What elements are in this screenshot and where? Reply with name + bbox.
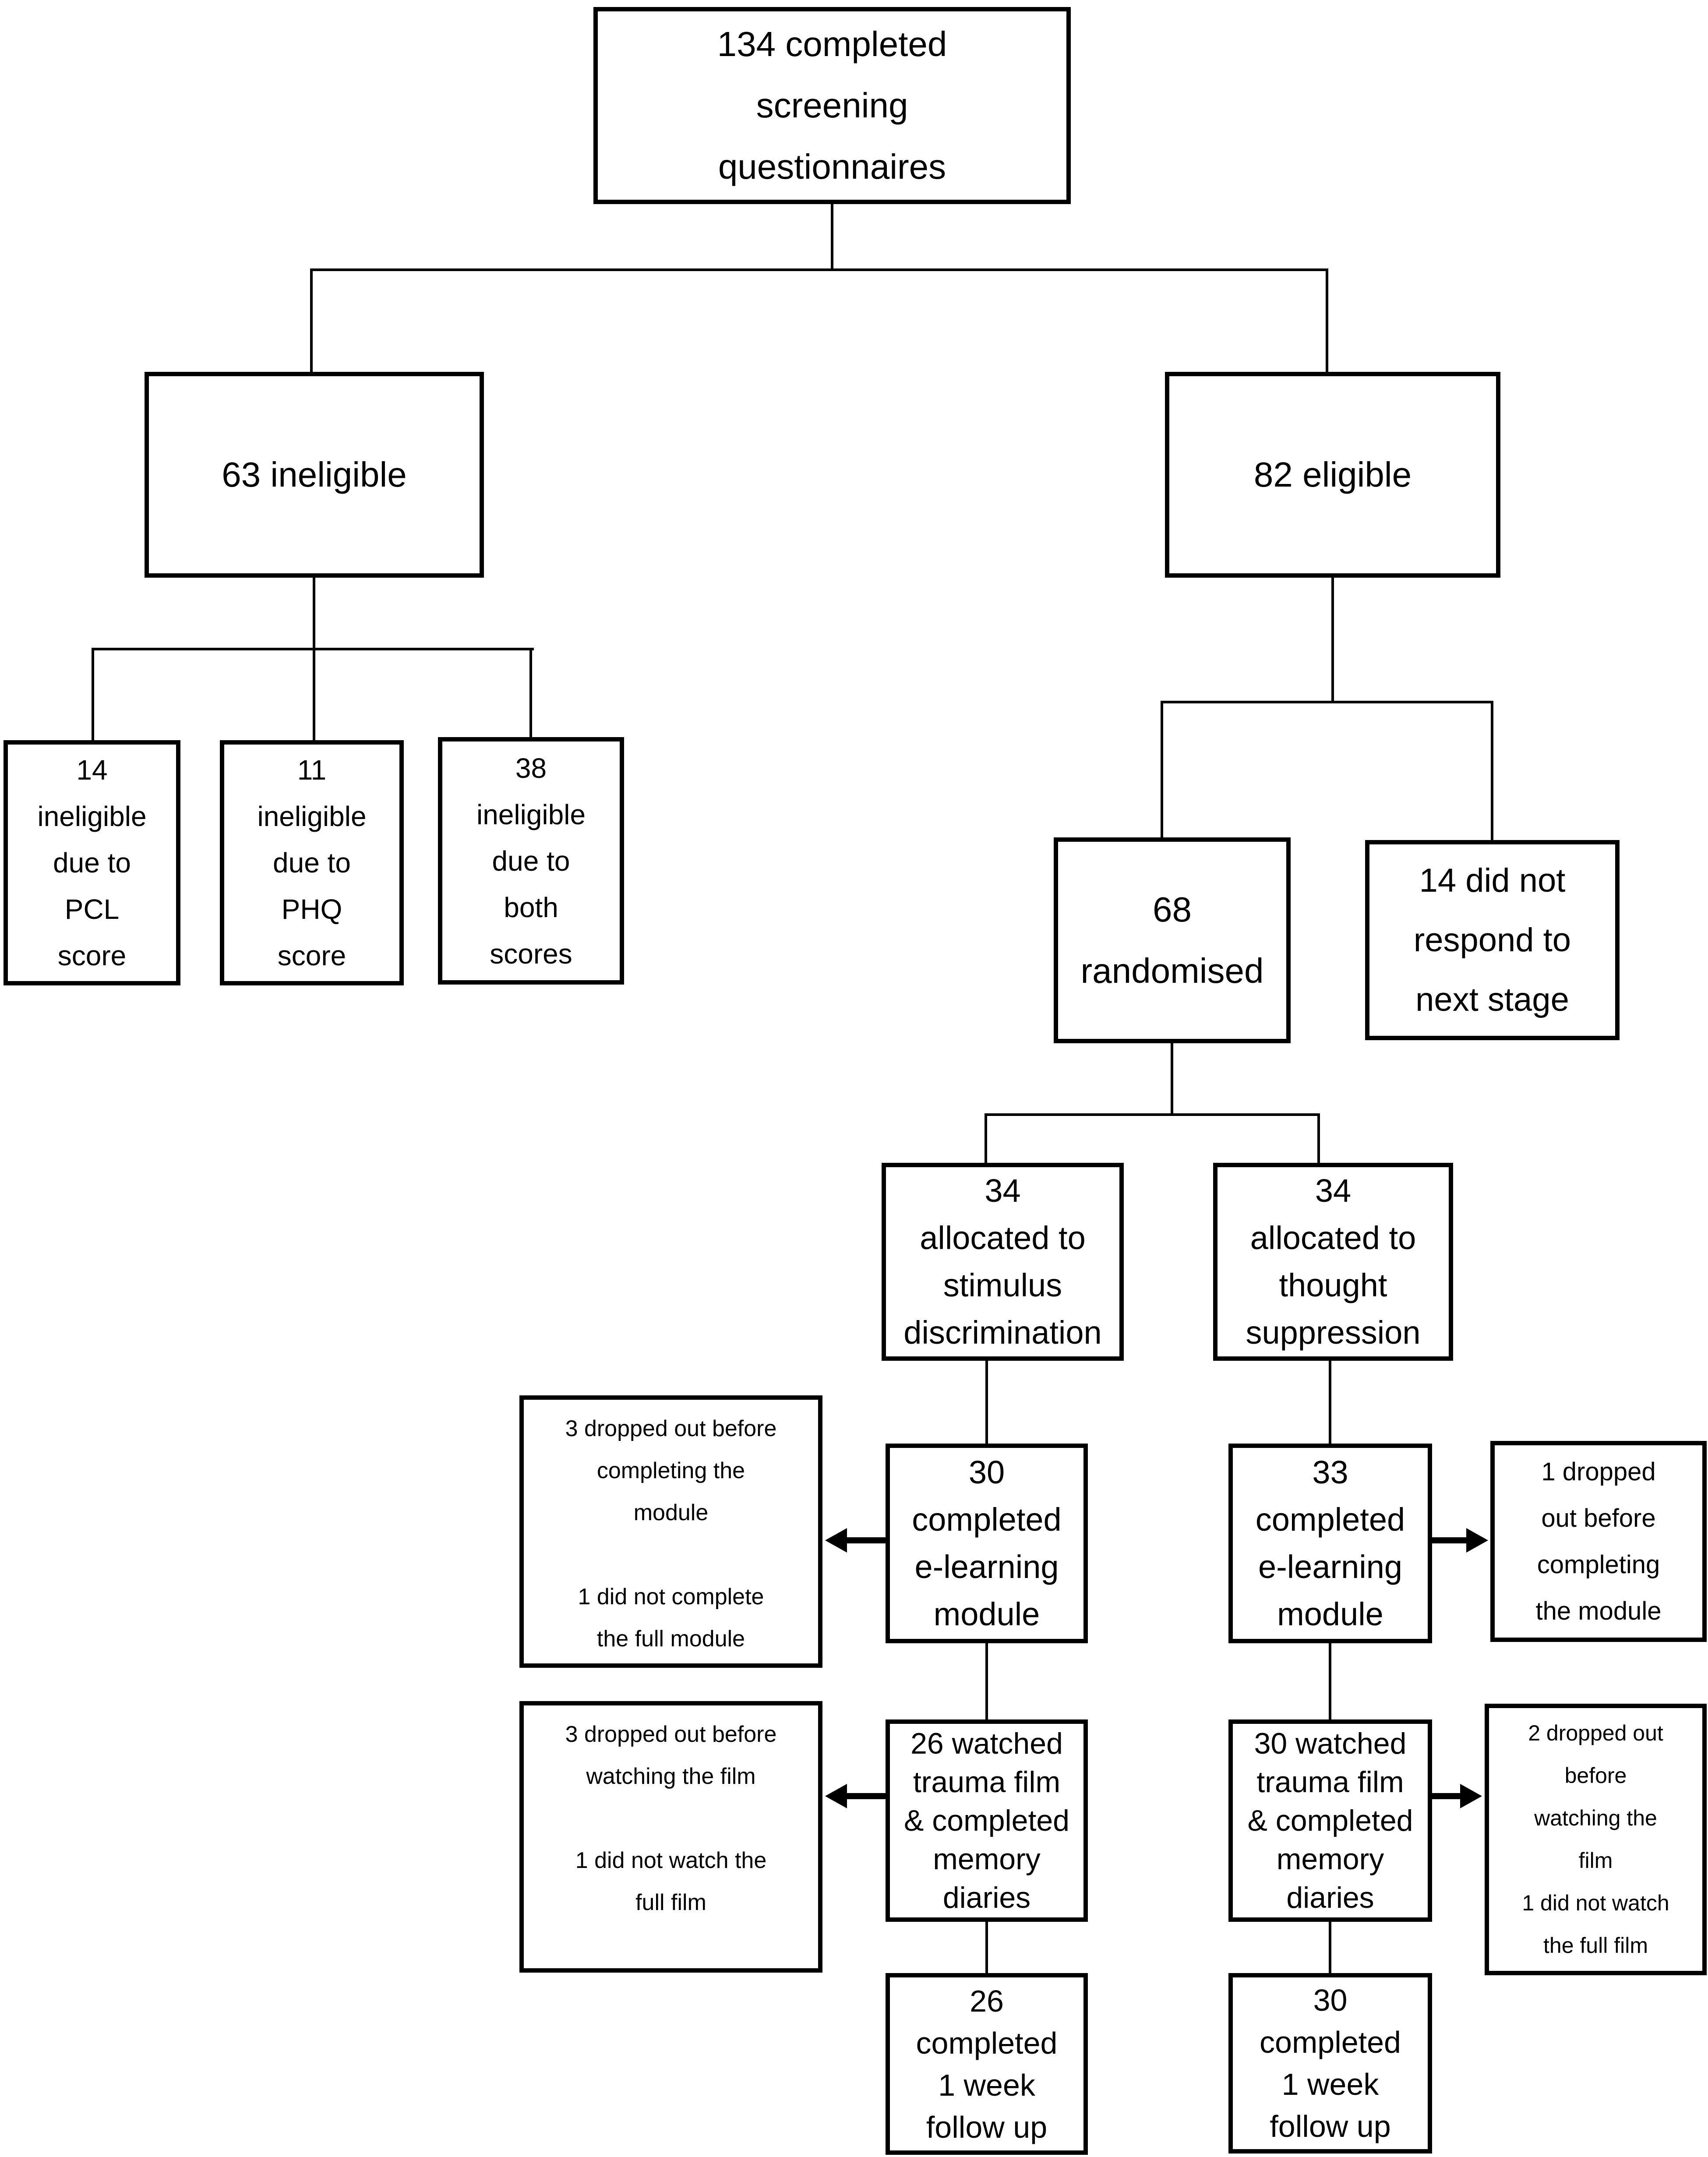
box-ineligible: 63 ineligible (145, 372, 484, 578)
connector-stimulus-to-followup (985, 1922, 988, 1974)
connector-ineligible-down (313, 578, 315, 650)
box-ineligible-pcl-score: 14 ineligible due to PCL score (4, 740, 180, 985)
box-dropout-module-stimulus: 3 dropped out before completing the modu… (519, 1395, 822, 1668)
box-trauma-film-stimulus: 26 watched trauma film & completed memor… (886, 1719, 1088, 1922)
connector-thought-to-film (1329, 1643, 1331, 1721)
connector-to-ineligible (310, 268, 313, 374)
box-dropout-film-thought: 2 dropped out before watching the film 1… (1485, 1704, 1707, 1975)
connector-screened-split (310, 268, 1328, 271)
connector-thought-to-elearning (1329, 1361, 1331, 1445)
box-eligible: 82 eligible (1165, 372, 1500, 578)
arrow-shaft (1432, 1793, 1460, 1799)
arrow-shaft (847, 1537, 886, 1543)
box-followup-stimulus: 26 completed 1 week follow up (886, 1973, 1088, 2155)
connector-to-randomised (1161, 701, 1163, 839)
box-randomised: 68 randomised (1054, 837, 1291, 1043)
connector-thought-to-followup (1329, 1922, 1331, 1974)
arrow-right-icon (1466, 1528, 1488, 1553)
arrow-right-icon (1460, 1784, 1482, 1808)
connector-to-thought-arm (1317, 1113, 1320, 1165)
arrow-shaft (1432, 1537, 1466, 1543)
box-elearning-thought: 33 completed e-learning module (1228, 1444, 1432, 1643)
box-completed-screening: 134 completed screening questionnaires (593, 7, 1071, 204)
connector-screened-down (831, 204, 833, 270)
connector-randomised-split (985, 1113, 1320, 1116)
connector-eligible-split (1161, 701, 1493, 703)
connector-to-pcl (92, 648, 94, 742)
box-allocated-stimulus-discrimination: 34 allocated to stimulus discrimination (882, 1163, 1124, 1361)
box-ineligible-phq-score: 11 ineligible due to PHQ score (220, 740, 404, 985)
connector-to-no-response (1491, 701, 1493, 842)
box-dropout-film-stimulus: 3 dropped out before watching the film 1… (519, 1701, 822, 1973)
connector-to-stimulus-arm (985, 1113, 987, 1165)
box-trauma-film-thought: 30 watched trauma film & completed memor… (1228, 1719, 1432, 1922)
arrow-left-icon (825, 1784, 847, 1808)
arrow-shaft (847, 1793, 886, 1799)
box-dropout-module-thought: 1 dropped out before completing the modu… (1490, 1441, 1707, 1642)
connector-eligible-down (1331, 578, 1334, 703)
box-allocated-thought-suppression: 34 allocated to thought suppression (1213, 1163, 1453, 1361)
connector-to-phq (313, 648, 315, 742)
connector-stimulus-to-film (985, 1643, 988, 1721)
arrow-left-icon (825, 1528, 847, 1553)
connector-randomised-down (1171, 1043, 1173, 1116)
connector-stimulus-to-elearning (985, 1361, 988, 1445)
box-did-not-respond: 14 did not respond to next stage (1365, 840, 1620, 1040)
box-ineligible-both-scores: 38 ineligible due to both scores (438, 737, 624, 985)
box-followup-thought: 30 completed 1 week follow up (1228, 1973, 1432, 2153)
connector-to-eligible (1326, 268, 1328, 374)
connector-to-both (529, 648, 532, 739)
box-elearning-stimulus: 30 completed e-learning module (886, 1444, 1088, 1643)
